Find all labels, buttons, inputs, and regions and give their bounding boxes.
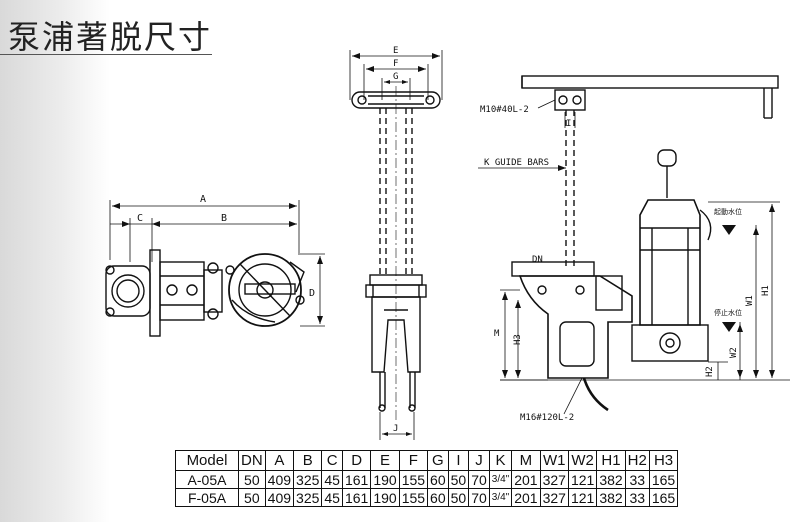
cell-f: 155	[398, 470, 429, 489]
dim-label-h3: H3	[513, 334, 523, 345]
cell-c: 45	[321, 488, 343, 507]
level-stop-label: 停止水位	[714, 308, 742, 317]
cell-i: 50	[447, 470, 470, 489]
cell-a: 409	[264, 488, 295, 507]
plan-view: A C B	[105, 194, 325, 337]
dim-label-dn: DN	[532, 255, 543, 265]
dim-label-f: F	[393, 59, 398, 69]
cell-h2: 33	[624, 470, 650, 489]
header-c: C	[321, 450, 343, 471]
cell-c: 45	[321, 470, 343, 489]
cell-i: 50	[447, 488, 470, 507]
cell-f: 155	[398, 488, 429, 507]
dim-label-a: A	[200, 194, 206, 205]
cell-b: 325	[293, 488, 323, 507]
front-view: E F G	[349, 46, 443, 440]
dim-label-w1: W1	[745, 295, 755, 306]
bolt-label-top: M10#40L-2	[480, 105, 529, 115]
cell-dn: 50	[238, 470, 266, 489]
dim-label-m: M	[494, 329, 500, 339]
title-underline	[0, 54, 212, 55]
bolt-label-bottom: M16#120L-2	[520, 413, 574, 423]
technical-drawing: A C B	[105, 46, 790, 440]
cell-w2: 121	[567, 470, 598, 489]
header-i: I	[447, 450, 470, 471]
header-dn: DN	[238, 450, 266, 471]
guide-bars-label: K GUIDE BARS	[484, 158, 549, 168]
cell-k: 3/4"	[488, 488, 513, 507]
cell-h2: 33	[624, 488, 650, 507]
dim-label-h1: H1	[761, 285, 771, 296]
dim-label-e: E	[393, 46, 398, 56]
cell-h3: 165	[648, 488, 679, 507]
table-header-row: Model DN A B C D E F G I J K M W1 W2 H1 …	[175, 450, 679, 471]
cell-e: 190	[370, 470, 400, 489]
cell-w1: 327	[539, 470, 569, 489]
header-f: F	[398, 450, 429, 471]
header-e: E	[370, 450, 400, 471]
cell-g: 60	[427, 470, 449, 489]
table-row: F-05A 50 409 325 45 161 190 155 60 50 70…	[175, 488, 679, 507]
header-m: M	[511, 450, 541, 471]
header-h2: H2	[624, 450, 650, 471]
cell-j: 70	[468, 488, 490, 507]
header-k: K	[488, 450, 513, 471]
page-title: 泵浦著脱尺寸	[8, 18, 213, 56]
header-b: B	[293, 450, 323, 471]
dim-label-b: B	[221, 213, 227, 224]
dim-label-w2: W2	[729, 347, 739, 358]
cell-g: 60	[427, 488, 449, 507]
cell-h3: 165	[648, 470, 679, 489]
header-h1: H1	[596, 450, 626, 471]
dim-label-c: C	[137, 213, 143, 224]
cell-k: 3/4"	[488, 470, 513, 489]
cell-h1: 382	[596, 488, 626, 507]
dim-label-d: D	[309, 288, 315, 299]
left-gradient-band	[0, 0, 110, 522]
cell-b: 325	[293, 470, 323, 489]
cell-model: A-05A	[175, 470, 239, 489]
dim-label-j: J	[393, 424, 398, 434]
header-h3: H3	[648, 450, 679, 471]
cell-j: 70	[468, 470, 490, 489]
dim-label-i: I	[566, 119, 571, 129]
cell-dn: 50	[238, 488, 266, 507]
cell-d: 161	[341, 488, 372, 507]
header-g: G	[427, 450, 449, 471]
header-w2: W2	[567, 450, 598, 471]
header-d: D	[341, 450, 372, 471]
cell-d: 161	[341, 470, 372, 489]
cell-e: 190	[370, 488, 400, 507]
header-w1: W1	[539, 450, 569, 471]
table-row: A-05A 50 409 325 45 161 190 155 60 50 70…	[175, 470, 679, 489]
cell-a: 409	[264, 470, 295, 489]
cell-h1: 382	[596, 470, 626, 489]
cell-model: F-05A	[175, 488, 239, 507]
dim-label-h2: H2	[705, 366, 715, 377]
cell-w2: 121	[567, 488, 598, 507]
level-start-label: 起動水位	[714, 207, 742, 216]
cell-w1: 327	[539, 488, 569, 507]
header-a: A	[264, 450, 295, 471]
cell-m: 201	[511, 488, 541, 507]
header-model: Model	[175, 450, 239, 471]
cell-m: 201	[511, 470, 541, 489]
side-view: M10#40L-2 I K GUIDE BARS DN	[478, 75, 790, 423]
dimension-spec-table: Model DN A B C D E F G I J K M W1 W2 H1 …	[175, 450, 679, 507]
header-j: J	[468, 450, 490, 471]
dim-label-g: G	[393, 72, 398, 82]
